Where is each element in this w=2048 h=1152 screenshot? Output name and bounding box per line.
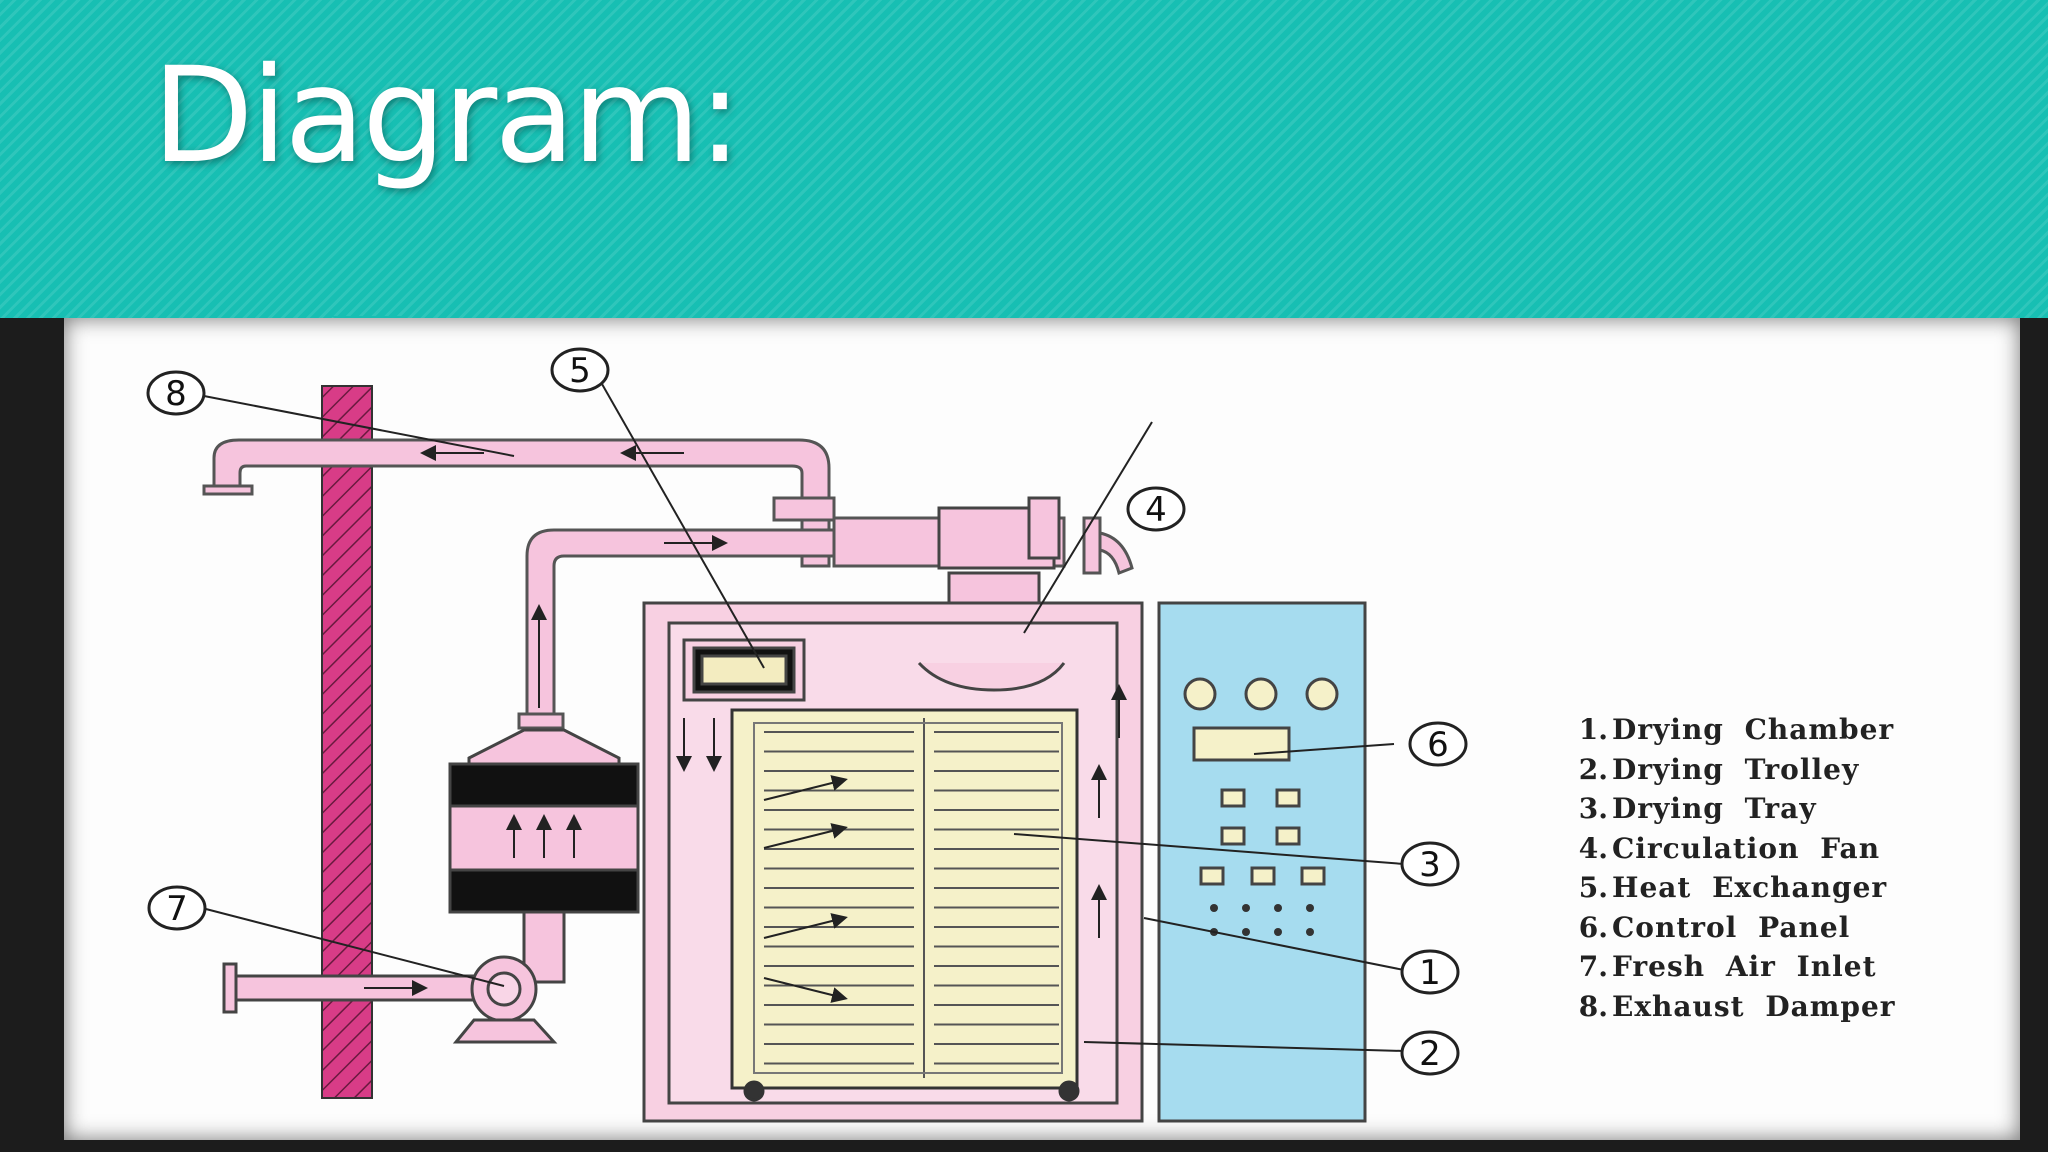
legend-item: 1.Drying Chamber (1578, 713, 1895, 746)
svg-text:3: 3 (1419, 845, 1441, 885)
legend-item: 2.Drying Trolley (1578, 752, 1860, 786)
svg-text:6: 6 (1427, 725, 1449, 765)
legend-item: 5.Heat Exchanger (1578, 871, 1888, 904)
slide-title: Diagram: (152, 39, 742, 193)
callout-1: 1 (1400, 949, 1460, 995)
legend-item: 3.Drying Tray (1578, 792, 1817, 825)
callout-leaders (201, 369, 1405, 1052)
legend-item: 7.Fresh Air Inlet (1578, 950, 1877, 983)
fresh-air-fan (222, 955, 558, 1044)
legend-item: 8.Exhaust Damper (1578, 989, 1896, 1023)
svg-text:5: 5 (569, 351, 591, 391)
drying-trolley (730, 708, 1080, 1102)
callout-3: 3 (1400, 841, 1460, 887)
exhaust-duct (202, 438, 836, 568)
svg-text:2: 2 (1419, 1034, 1441, 1074)
callout-6: 6 (1408, 721, 1468, 767)
callout-8: 8 (146, 370, 206, 416)
svg-text:7: 7 (166, 889, 188, 929)
svg-text:8: 8 (165, 374, 187, 414)
parts-legend: 1.Drying Chamber 2.Drying Trolley 3.Dryi… (1562, 710, 2002, 1026)
callout-4: 4 (1126, 486, 1186, 532)
drying-trays (764, 731, 1059, 1065)
airflow-arrows (364, 445, 1127, 1003)
diagram-frame: 8 5 4 6 3 1 2 7 1.Dryin (64, 318, 2020, 1140)
legend-item: 6.Control Panel (1578, 910, 1851, 944)
svg-text:1: 1 (1419, 953, 1441, 993)
callout-2: 2 (1400, 1030, 1460, 1076)
legend-item: 4.Circulation Fan (1578, 831, 1881, 865)
svg-text:4: 4 (1145, 490, 1167, 530)
callout-5: 5 (550, 347, 610, 393)
control-panel (1157, 601, 1367, 1123)
tray-dryer-diagram: 8 5 4 6 3 1 2 7 (146, 347, 1468, 1123)
callout-7: 7 (147, 885, 207, 931)
title-banner: Diagram: (0, 0, 2048, 318)
